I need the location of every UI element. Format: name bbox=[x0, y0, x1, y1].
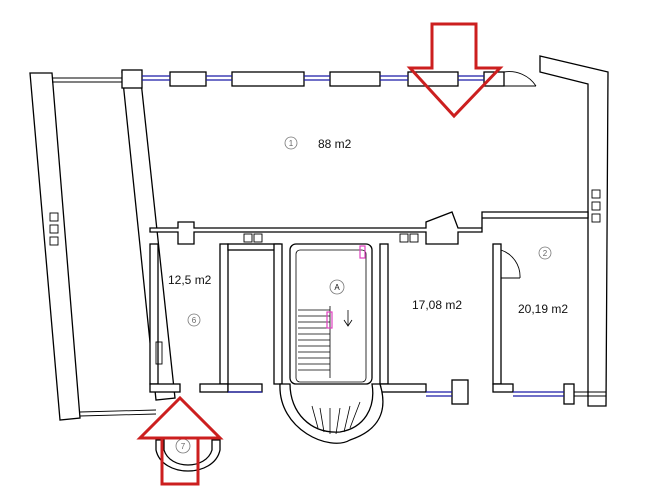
room-number-7: 7 bbox=[181, 442, 186, 451]
room-area-2: 20,19 m2 bbox=[518, 302, 568, 316]
left-wing bbox=[29, 71, 176, 421]
ventilation-icon bbox=[409, 233, 419, 243]
room-area-3: 17,08 m2 bbox=[412, 298, 462, 312]
bottom-entrance: 7 bbox=[155, 438, 221, 472]
right-wall bbox=[539, 55, 609, 407]
door-swing-icon bbox=[500, 249, 521, 279]
partition-walls bbox=[149, 211, 606, 405]
staircase-icon: A bbox=[279, 245, 384, 444]
door-swing-icon bbox=[503, 71, 537, 87]
ventilation-icon bbox=[591, 189, 601, 199]
ventilation-icon bbox=[591, 201, 601, 211]
ventilation-icon bbox=[243, 233, 253, 243]
marker-icon bbox=[326, 311, 333, 329]
marker-icon bbox=[359, 245, 366, 259]
top-wall bbox=[121, 69, 537, 89]
ventilation-icon bbox=[49, 224, 59, 234]
entrance-arrow-icon bbox=[406, 22, 504, 119]
room-area-6: 12,5 m2 bbox=[168, 273, 212, 287]
room-number-1: 1 bbox=[289, 139, 294, 148]
ventilation-icon bbox=[591, 213, 601, 223]
staircase-label: A bbox=[334, 283, 340, 292]
room-number-6: 6 bbox=[192, 316, 197, 325]
room-number-2: 2 bbox=[543, 249, 548, 258]
room-area-1: 88 m2 bbox=[318, 137, 352, 151]
ventilation-icon bbox=[253, 233, 263, 243]
ventilation-icon bbox=[399, 233, 409, 243]
ventilation-icon bbox=[49, 212, 59, 222]
ventilation-icon bbox=[49, 236, 59, 246]
entrance-arrow-icon bbox=[136, 395, 224, 486]
